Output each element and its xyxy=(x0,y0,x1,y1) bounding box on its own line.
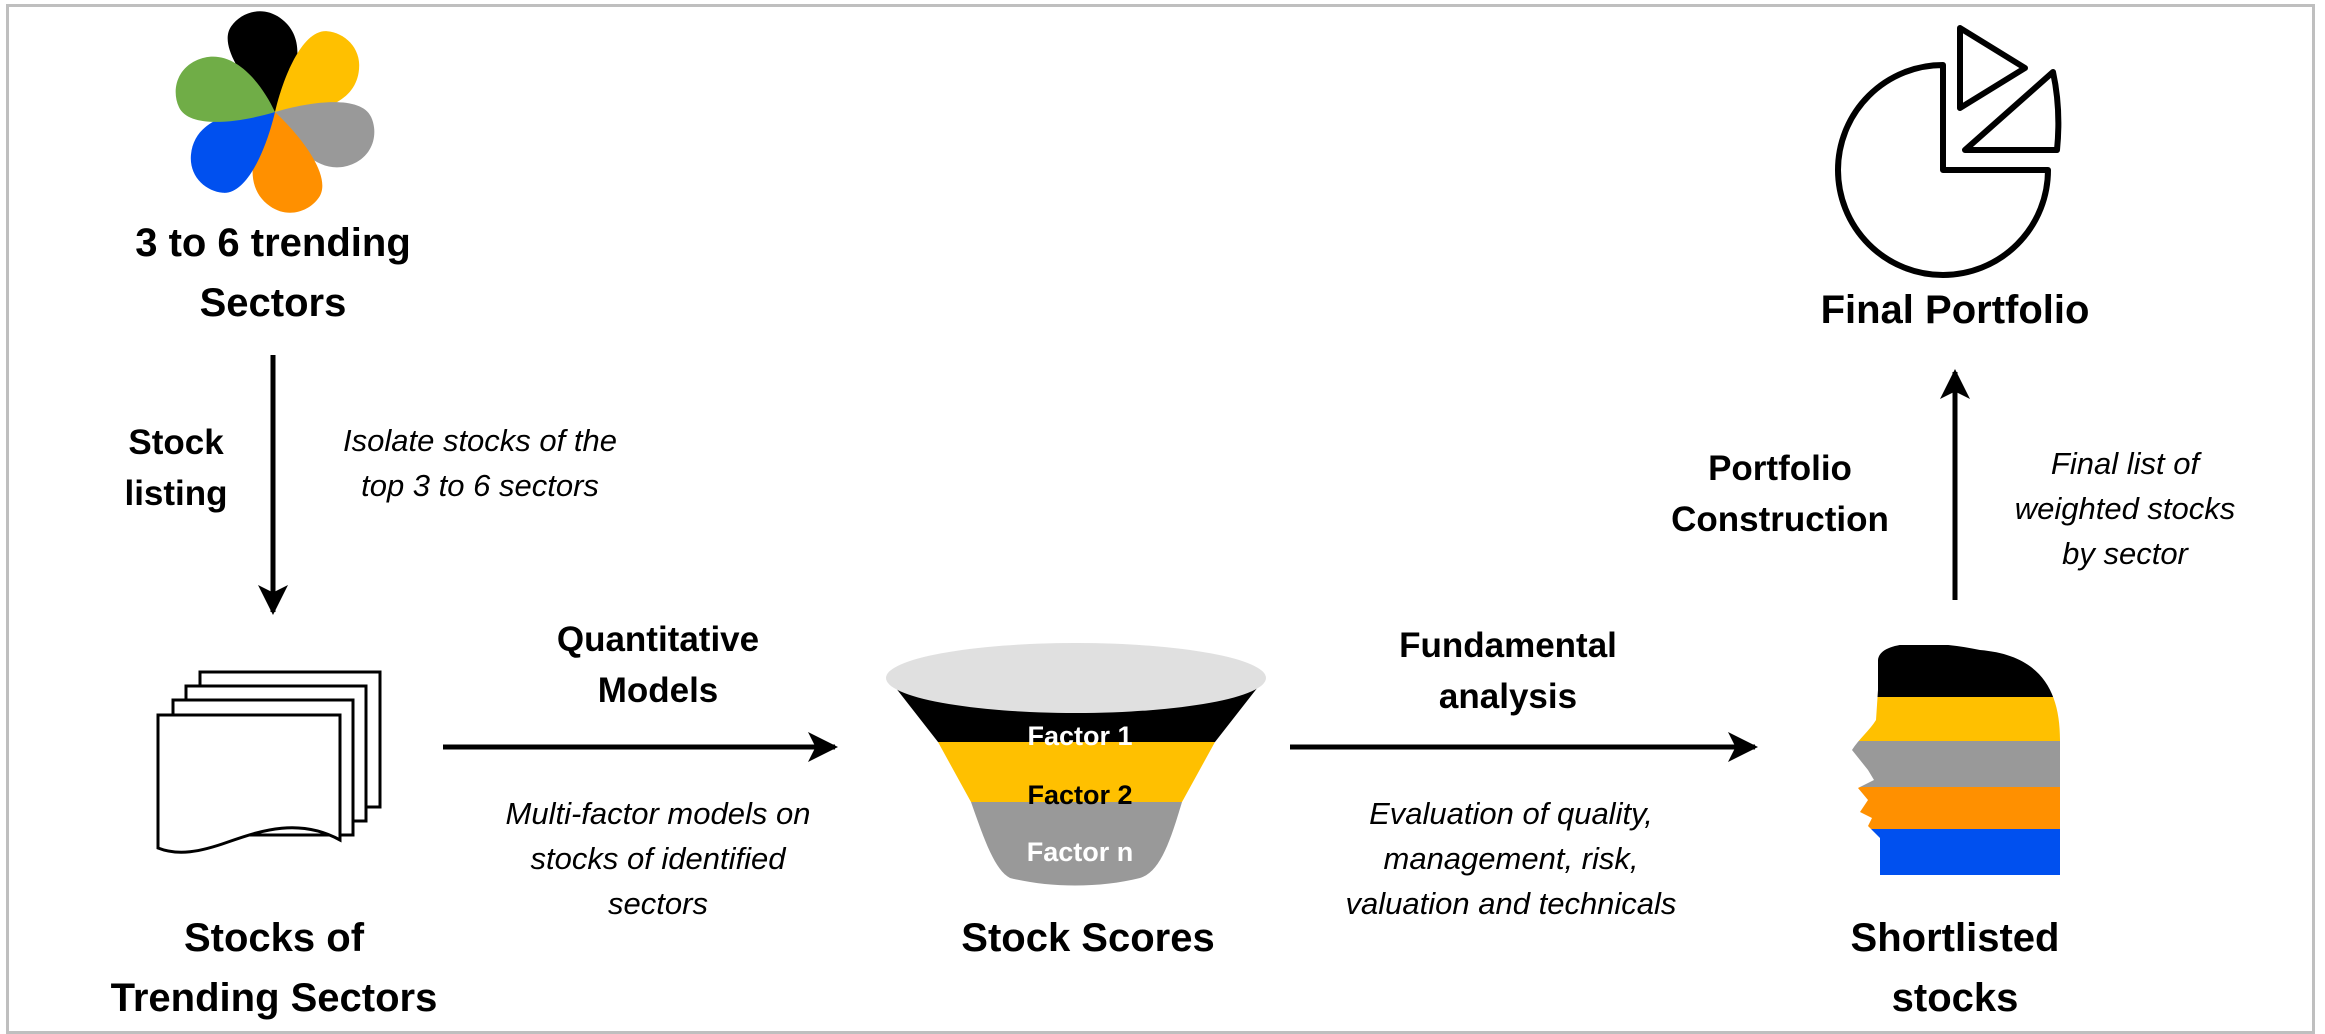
quant-models-desc-line3: sectors xyxy=(608,886,708,921)
construction-label-line2: Construction xyxy=(1671,500,1889,539)
fundamental-label-line1: Fundamental xyxy=(1399,626,1617,665)
fundamental-label: Fundamental analysis xyxy=(1308,620,1708,722)
stock-listing-label-line1: Stock xyxy=(128,423,224,462)
construction-desc-line1: Final list of xyxy=(2050,446,2200,481)
construction-desc-line2: weighted stocks xyxy=(2014,491,2236,526)
stock-listing-label: Stock listing xyxy=(78,417,274,519)
funnel-factor-2: Factor 2 xyxy=(1027,780,1133,810)
stock-listing-desc-line1: Isolate stocks of the xyxy=(343,423,617,458)
funnel-factor-n: Factor n xyxy=(1026,837,1134,867)
document-stack-icon xyxy=(156,670,382,854)
shortlisted-title-line1: Shortlisted xyxy=(1850,916,2060,960)
funnel-icon xyxy=(886,643,1266,886)
sectors-title-line1: 3 to 6 trending xyxy=(135,221,411,265)
stock-listing-label-line2: listing xyxy=(124,474,228,513)
flower-icon xyxy=(175,11,375,213)
quant-models-desc-line2: stocks of identified xyxy=(530,841,786,876)
construction-desc: Final list of weighted stocks by sector xyxy=(1970,441,2280,576)
sectors-title: 3 to 6 trending Sectors xyxy=(73,213,473,333)
head-profile-icon xyxy=(1852,645,2060,875)
fundamental-desc-line3: valuation and technicals xyxy=(1345,886,1677,921)
quant-models-desc: Multi-factor models on stocks of identif… xyxy=(458,791,858,926)
funnel-factor-1: Factor 1 xyxy=(1027,721,1133,751)
quant-models-desc-line1: Multi-factor models on xyxy=(505,796,811,831)
portfolio-title: Final Portfolio xyxy=(1820,288,2090,332)
fundamental-desc: Evaluation of quality, management, risk,… xyxy=(1291,791,1731,926)
shortlisted-title-line2: stocks xyxy=(1891,976,2019,1020)
scores-title: Stock Scores xyxy=(961,916,1215,960)
fundamental-desc-line2: management, risk, xyxy=(1383,841,1639,876)
sectors-title-line2: Sectors xyxy=(199,281,347,325)
stock-listing-desc: Isolate stocks of the top 3 to 6 sectors xyxy=(300,418,660,508)
stocks-title-line1: Stocks of xyxy=(183,916,365,960)
quant-models-label-line2: Models xyxy=(597,671,719,710)
fundamental-label-line2: analysis xyxy=(1438,677,1578,716)
stocks-title: Stocks of Trending Sectors xyxy=(74,908,474,1028)
construction-label: Portfolio Construction xyxy=(1640,443,1920,545)
construction-label-line1: Portfolio xyxy=(1708,449,1852,488)
stock-listing-desc-line2: top 3 to 6 sectors xyxy=(361,468,599,503)
shortlisted-title: Shortlisted stocks xyxy=(1755,908,2155,1028)
fundamental-desc-line1: Evaluation of quality, xyxy=(1369,796,1653,831)
construction-desc-line3: by sector xyxy=(2062,536,2188,571)
quant-models-label: Quantitative Models xyxy=(458,614,858,716)
stocks-title-line2: Trending Sectors xyxy=(110,976,438,1020)
quant-models-label-line1: Quantitative xyxy=(556,620,760,659)
pie-chart-icon xyxy=(1835,25,2062,278)
